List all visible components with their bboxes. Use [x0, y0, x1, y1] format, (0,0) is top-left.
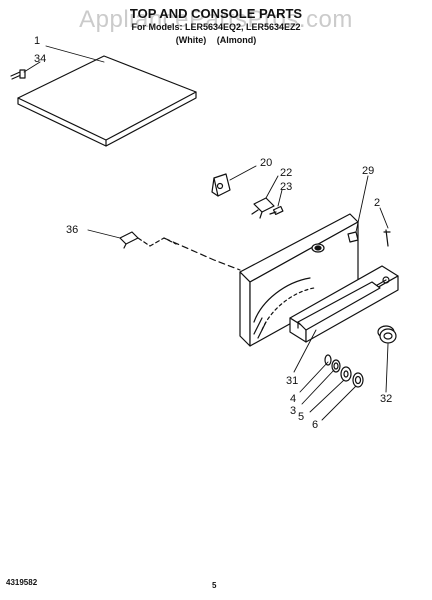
- callout-labels: 1 34 20 22 23 29 2 36 31 32 4 3 5 6: [34, 35, 392, 431]
- leader-lines: [23, 45, 389, 421]
- callout-2: 2: [374, 197, 380, 209]
- screw-part-23: [269, 205, 284, 216]
- callout-1: 1: [34, 35, 40, 47]
- callout-4: 4: [290, 393, 296, 405]
- top-panel-part: [17, 55, 197, 147]
- finish-white: (White): [175, 35, 207, 45]
- callout-3: 3: [290, 405, 296, 417]
- screw-part-2: [383, 229, 391, 247]
- wire-harness: [137, 237, 177, 247]
- diagram-title: TOP AND CONSOLE PARTS: [129, 6, 303, 21]
- switch-part-22: [251, 197, 275, 219]
- finish-line: (White) (Almond): [0, 35, 432, 45]
- callout-6: 6: [312, 419, 318, 431]
- callout-31: 31: [286, 375, 298, 387]
- washer-part-6: [352, 372, 364, 388]
- knob-part-32: [377, 325, 397, 344]
- screw-part-34: [10, 69, 26, 80]
- overlay-part-31: [297, 281, 381, 331]
- bracket-part-20: [211, 173, 231, 197]
- footer-page-number: 5: [212, 581, 217, 590]
- callout-29: 29: [362, 165, 374, 177]
- leader-dashed-36: [163, 237, 241, 271]
- callout-32: 32: [380, 393, 392, 405]
- model-line: For Models: LER5634EQ2, LER5634EZ2: [131, 22, 301, 32]
- finish-almond: (Almond): [216, 35, 257, 45]
- connector-part-36: [119, 231, 139, 249]
- callout-20: 20: [260, 157, 272, 169]
- nut-part-29: [347, 231, 359, 243]
- callout-36: 36: [66, 224, 78, 236]
- callout-5: 5: [298, 411, 304, 423]
- clip-part-4: [324, 354, 332, 366]
- callout-34: 34: [34, 53, 46, 65]
- callout-22: 22: [280, 167, 292, 179]
- washer-part-5: [340, 366, 352, 382]
- footer-part-number: 4319582: [6, 578, 38, 587]
- callout-23: 23: [280, 181, 292, 193]
- spring-part-3: [331, 359, 341, 373]
